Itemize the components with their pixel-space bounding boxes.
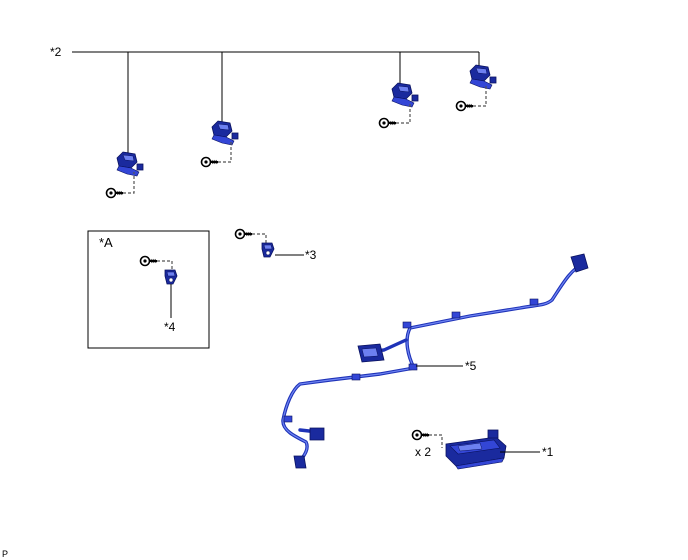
inset-box — [87, 230, 210, 349]
callout-2-leader — [72, 51, 480, 155]
control-module-icon — [445, 429, 507, 470]
corner-code: P — [2, 549, 8, 559]
bolt-icon — [234, 228, 253, 240]
bolt-icon — [455, 100, 474, 112]
callout-3-label: *3 — [305, 248, 317, 262]
fastening-line — [396, 104, 411, 124]
fastening-line — [473, 84, 487, 107]
sensor-icon — [116, 151, 144, 177]
callout-2-label: *2 — [50, 45, 62, 59]
callout-4-label: *4 — [164, 320, 176, 334]
quantity-label: x 2 — [415, 445, 431, 459]
fastening-line — [123, 172, 135, 194]
callout-1-label: *1 — [542, 445, 554, 459]
bolt-icon — [105, 187, 124, 199]
bolt-icon — [139, 255, 158, 267]
bolt-icon — [411, 429, 430, 441]
fastening-line — [157, 260, 173, 272]
bracket-icon — [164, 269, 178, 285]
bolt-icon — [200, 156, 219, 168]
callout-5-label: *5 — [465, 359, 477, 373]
fastening-line — [218, 140, 232, 163]
sensor-icon — [469, 64, 497, 90]
bolt-icon — [378, 117, 397, 129]
sensor-icon — [391, 82, 419, 108]
inset-title: *A — [99, 235, 113, 250]
bracket-icon — [261, 242, 275, 258]
sensor-icon — [211, 120, 239, 146]
fastening-line — [252, 233, 267, 244]
fastening-line — [429, 434, 443, 448]
wire-harness-icon — [281, 253, 589, 469]
